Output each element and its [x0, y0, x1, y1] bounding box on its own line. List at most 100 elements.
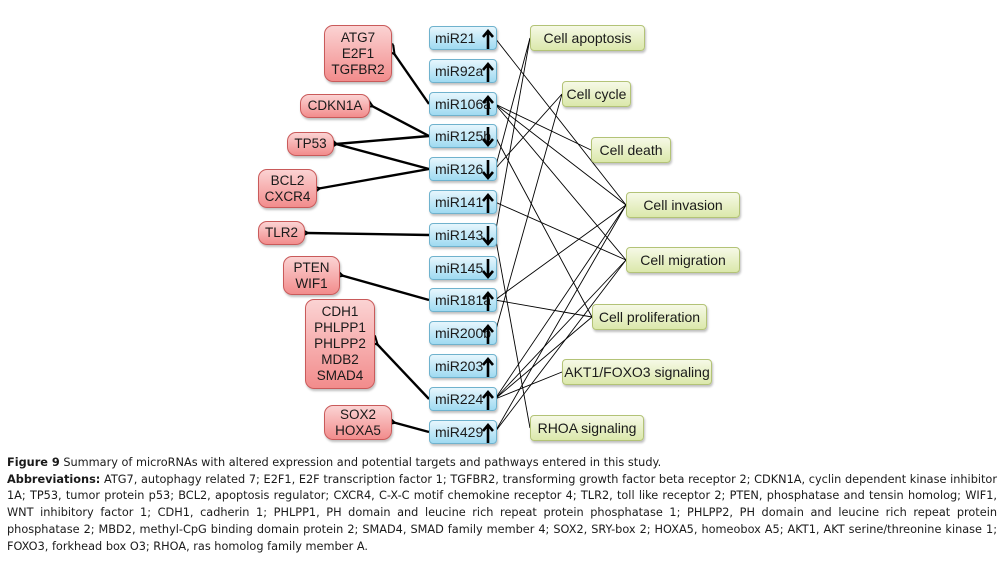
mirna-box-mir200b: miR200b	[429, 321, 497, 346]
mirna-label: miR203	[435, 358, 484, 374]
mirna-label: miR106a	[435, 95, 492, 112]
pathway-rhoa-signaling: RHOA signaling	[530, 415, 644, 441]
pathway-label: AKT1/FOXO3 signaling	[564, 364, 710, 380]
mirna-label: miR181a	[435, 292, 492, 309]
target-edge-mir125b	[336, 134, 430, 144]
connection-lines	[0, 37, 627, 434]
pathway-label: RHOA signaling	[537, 420, 637, 436]
target-label: CXCR4	[264, 188, 311, 204]
pathway-edge-mir126	[494, 37, 531, 170]
target-label: MDB2	[321, 352, 359, 367]
target-edge-mir224	[377, 344, 430, 400]
mirna-box-mir145: miR145	[429, 255, 497, 280]
mirna-label: miR429	[435, 423, 484, 440]
pathway-cell-cycle: Cell cycle	[562, 81, 631, 107]
target-label: CDH1	[321, 304, 359, 319]
target-box-tp53: TP53	[287, 132, 334, 156]
target-label: E2F1	[341, 45, 375, 61]
pathway-cell-invasion: Cell invasion	[626, 192, 740, 218]
target-box-atg7-e2f1-tgfbr2: ATG7 E2F1 TGFBR2	[324, 25, 392, 82]
mirna-box-mir181a: miR181a	[429, 288, 497, 313]
pathway-edge-mir224	[494, 259, 627, 400]
mirna-box-mir126: miR126	[429, 157, 497, 182]
target-box-tlr2: TLR2	[258, 221, 305, 245]
pathway-label: Cell cycle	[566, 86, 627, 102]
mirna-box-mir21: miR21	[429, 26, 497, 50]
mirna-label: miR21	[435, 30, 476, 46]
target-label: PTEN	[293, 259, 330, 275]
pathway-edge-mir21	[494, 37, 627, 206]
arrow-down-icon	[482, 160, 494, 181]
arrow-down-icon	[482, 258, 494, 279]
abbreviations-label: Abbreviations:	[7, 472, 101, 486]
mirna-box-mir125b: miR125b	[429, 124, 497, 149]
pathway-label: Cell apoptosis	[543, 30, 632, 46]
target-edge-mir181a	[342, 276, 430, 302]
target-label: BCL2	[270, 172, 305, 188]
mirna-label: miR224	[435, 390, 484, 407]
pathway-edge-mir143	[494, 234, 531, 429]
pathway-edge-mir106a	[494, 103, 627, 206]
figure-label: Figure 9	[7, 456, 60, 469]
mirna-label: miR141	[435, 194, 484, 210]
pathway-edge-mir106a	[494, 103, 592, 151]
target-edge-mir143	[307, 233, 430, 235]
target-label: HOXA5	[335, 422, 381, 438]
target-label: CDKN1A	[307, 98, 363, 113]
target-edge-mir125b	[372, 106, 430, 138]
pathway-cell-proliferation: Cell proliferation	[592, 304, 707, 330]
target-box-bcl2-cxcr4: BCL2 CXCR4	[258, 169, 317, 208]
mirna-label: miR126	[435, 161, 484, 178]
pathway-label: Cell proliferation	[598, 309, 701, 325]
target-box-cdh1-phlpp-mdb2-smad4: CDH1 PHLPP1 PHLPP2 MDB2 SMAD4	[305, 299, 375, 389]
target-edge-mir126	[319, 167, 430, 189]
pathway-cell-migration: Cell migration	[626, 247, 740, 273]
mirna-box-mir141: miR141	[429, 190, 497, 214]
figure-caption: Figure 9 Summary of microRNAs with alter…	[7, 455, 997, 555]
arrow-up-icon	[482, 94, 494, 115]
pathway-label: Cell migration	[640, 252, 726, 268]
target-label: ATG7	[340, 29, 376, 45]
pathway-edge-mir126	[494, 93, 563, 170]
mirna-label: miR145	[435, 259, 484, 276]
pathway-edge-mir224	[494, 204, 627, 400]
target-box-cdkn1a: CDKN1A	[300, 94, 370, 118]
target-edge-mir126	[336, 144, 430, 171]
target-label: WIF1	[295, 275, 328, 291]
mirna-pathway-diagram: ATG7 E2F1 TGFBR2 CDKN1A TP53 BCL2 CXCR4 …	[0, 25, 740, 444]
pathway-edge-mir224	[494, 316, 593, 400]
arrow-up-icon	[482, 61, 494, 82]
mirna-label: miR200b	[435, 325, 492, 342]
target-label: SOX2	[339, 406, 377, 422]
target-box-pten-wif1: PTEN WIF1	[283, 256, 340, 295]
abbreviations-text: ATG7, autophagy related 7; E2F1, E2F tra…	[7, 472, 997, 553]
target-label: TP53	[294, 136, 327, 151]
pathway-label: Cell death	[599, 142, 663, 158]
target-edge-mir106a	[394, 54, 430, 105]
arrow-up-icon	[482, 192, 494, 213]
pathway-akt1-foxo3-signaling: AKT1/FOXO3 signaling	[562, 359, 712, 385]
mirna-box-mir106a: miR106a	[429, 91, 497, 116]
pathway-edge-mir224	[494, 371, 563, 400]
arrow-up-icon	[482, 324, 494, 345]
pathway-edge-mir429	[494, 204, 627, 433]
pathway-edge-mir181a	[494, 299, 593, 318]
arrow-up-icon	[482, 356, 494, 377]
target-box-sox2-hoxa5: SOX2 HOXA5	[324, 405, 392, 440]
mirna-label: miR125b	[435, 128, 492, 145]
arrow-up-icon	[482, 291, 494, 312]
mirna-box-mir224: miR224	[429, 386, 497, 411]
target-label: TLR2	[264, 225, 298, 240]
arrow-up-icon	[482, 28, 494, 49]
pathway-edge-mir429	[494, 259, 627, 433]
pathway-edge-mir106a	[494, 103, 627, 261]
mirna-box-mir92a: miR92a	[429, 58, 497, 83]
target-label: PHLPP1	[314, 320, 366, 335]
mirna-label: miR92a	[435, 62, 484, 79]
mirna-box-mir429: miR429	[429, 419, 497, 444]
arrow-down-icon	[482, 127, 494, 148]
target-label: PHLPP2	[314, 336, 366, 351]
arrow-down-icon	[482, 225, 494, 246]
arrow-up-icon	[482, 389, 494, 410]
pathway-edge-mir125b	[494, 135, 593, 318]
